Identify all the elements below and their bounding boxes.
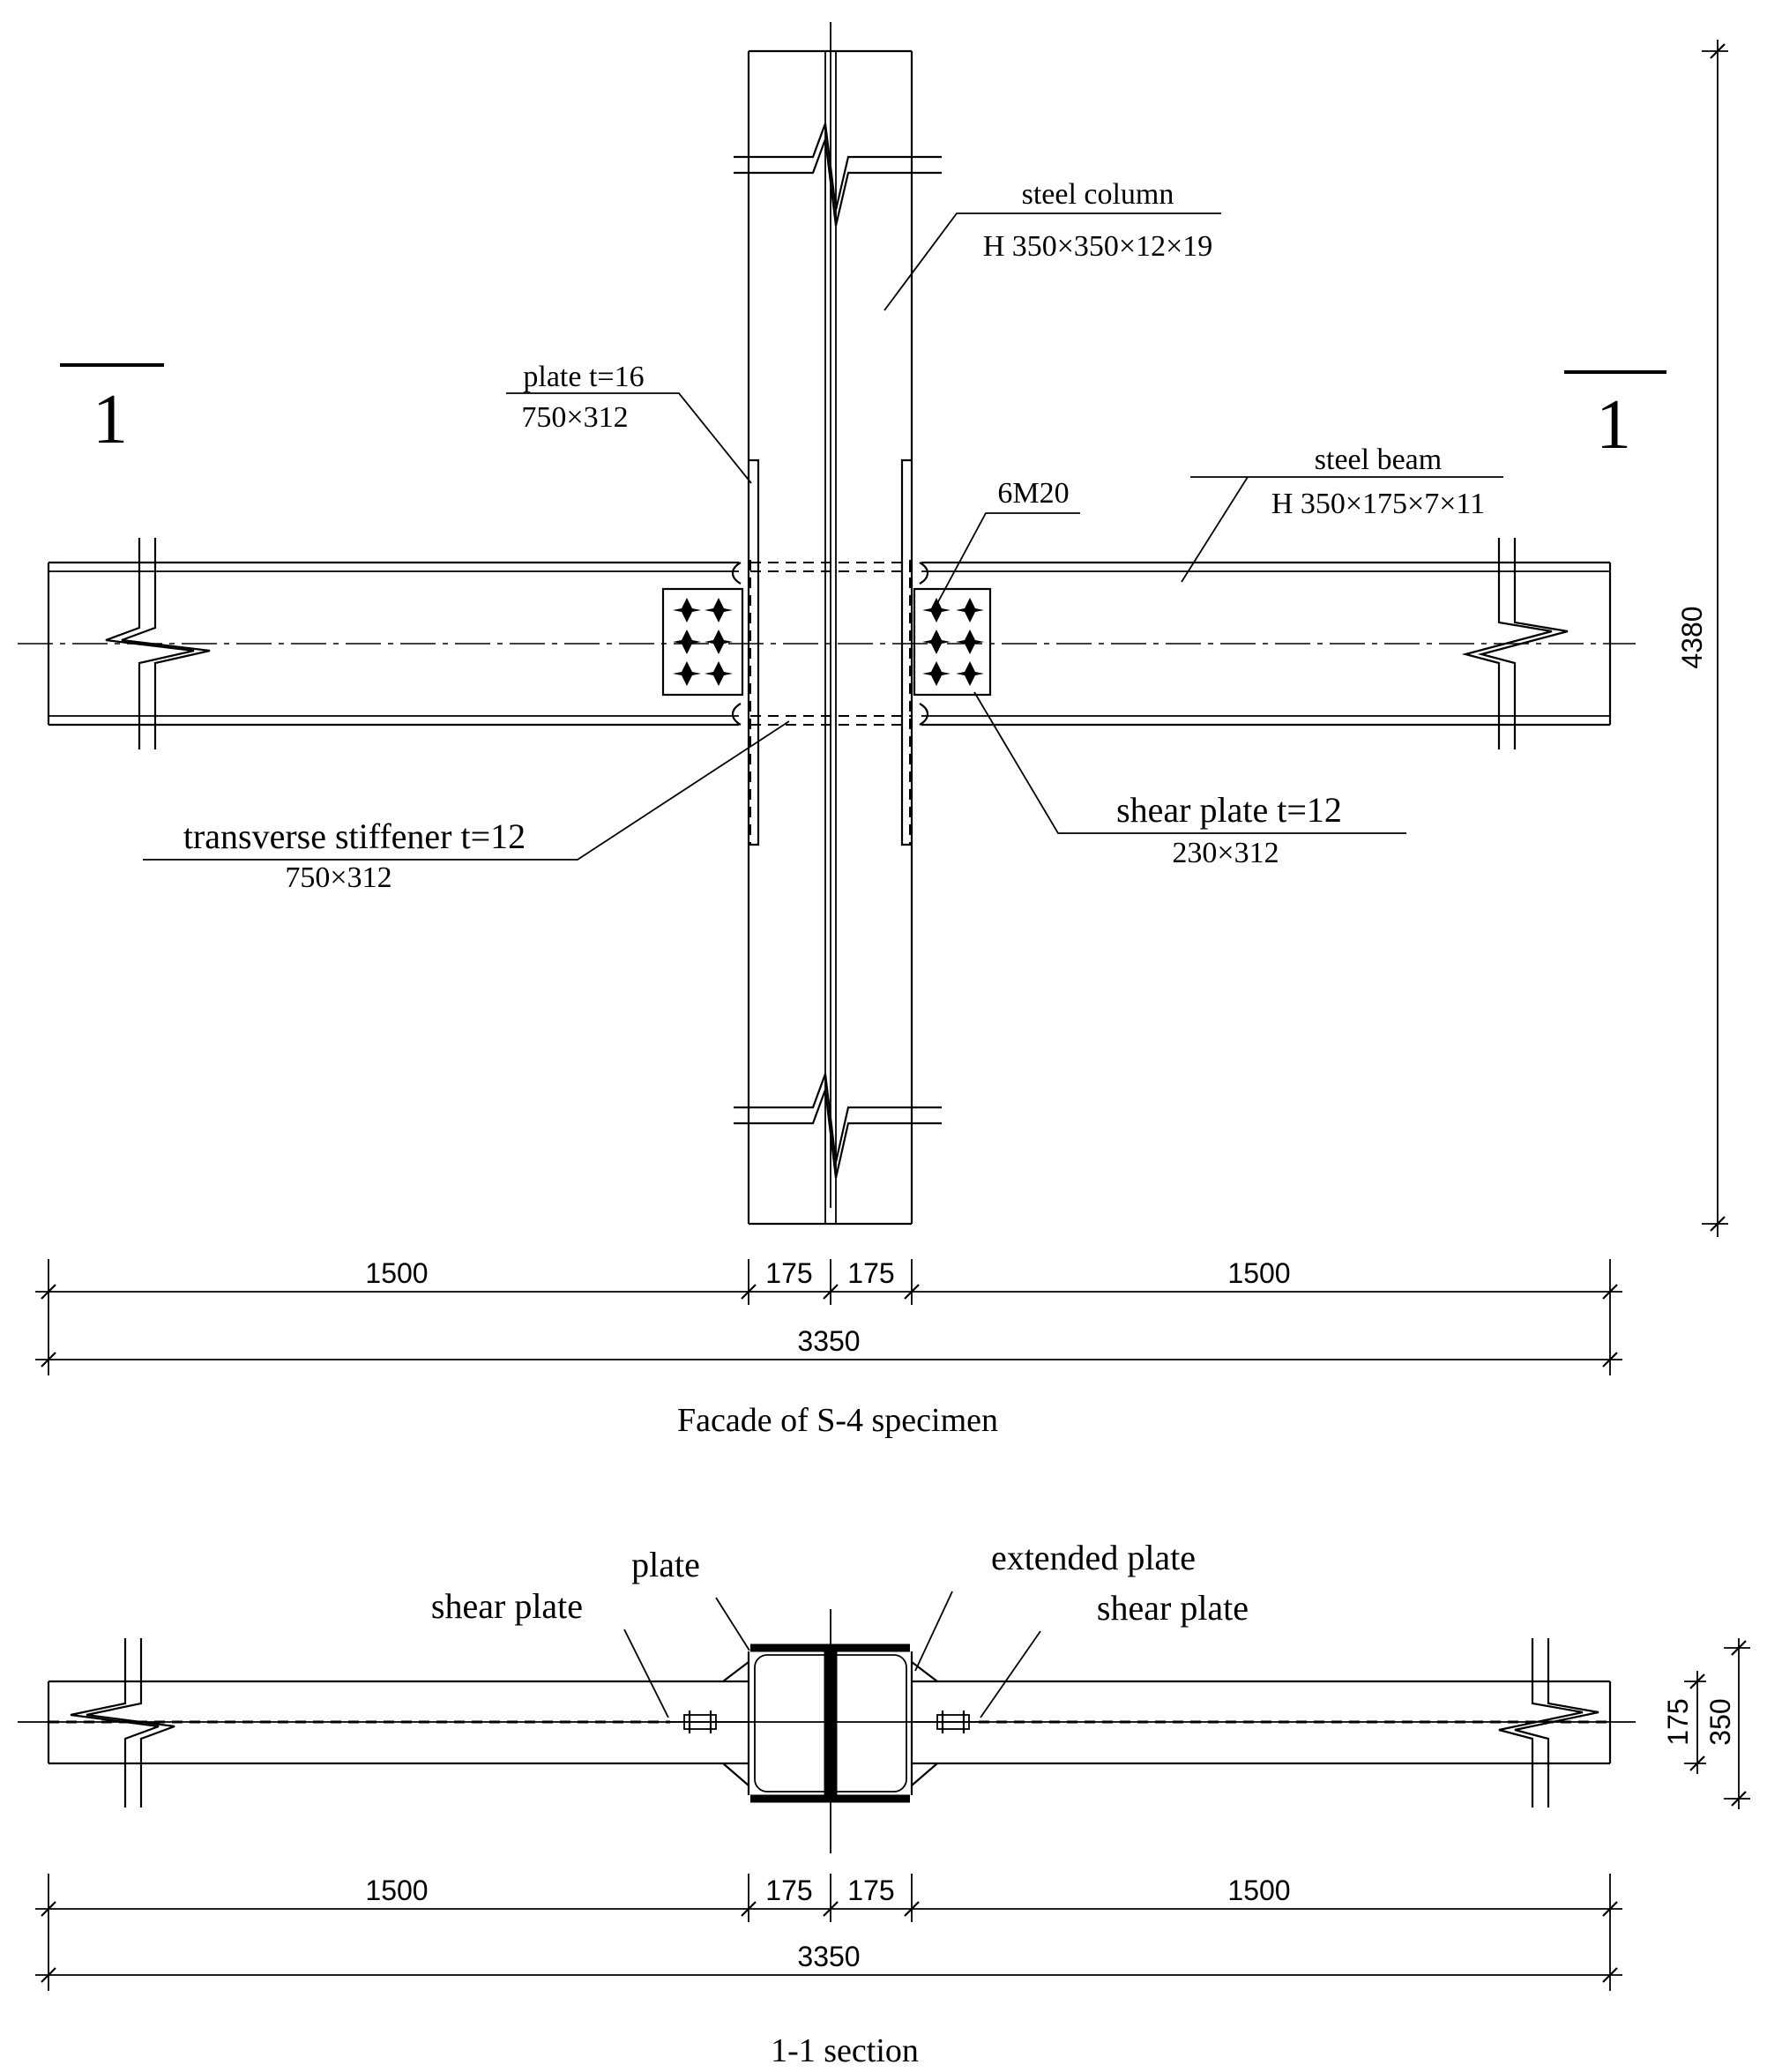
- bolt-icon: [922, 661, 951, 686]
- label-bolts: 6M20: [934, 477, 1080, 609]
- bolt-icon: [922, 630, 951, 654]
- svg-text:6M20: 6M20: [997, 477, 1069, 510]
- bolt-icon: [705, 661, 733, 686]
- facade-view: 1 1 steel column H 350×350×12×19 plate t…: [18, 22, 1728, 1439]
- shear-plate-right: [913, 587, 992, 697]
- svg-text:H 350×175×7×11: H 350×175×7×11: [1271, 488, 1485, 520]
- steel-beam: [18, 538, 1636, 749]
- bolt-group-left: [673, 598, 733, 686]
- facade-dimensions: 1500 175 175 1500 3350: [35, 1257, 1622, 1375]
- beam-break-left: [105, 538, 195, 749]
- label-shear-plate: shear plate t=12 230×312: [973, 691, 1406, 869]
- svg-text:1500: 1500: [365, 1257, 428, 1289]
- section-beams: [47, 1638, 1612, 1807]
- section-mark-right: 1: [1564, 370, 1666, 464]
- svg-text:plate t=16: plate t=16: [523, 361, 644, 393]
- svg-text:175: 175: [765, 1874, 812, 1906]
- steel-column: [734, 49, 942, 1226]
- facade-caption: Facade of S-4 specimen: [677, 1402, 998, 1439]
- shear-plate-left: [661, 587, 744, 697]
- svg-text:175: 175: [1662, 1698, 1694, 1745]
- section-column: [722, 1643, 938, 1803]
- bolt-icon: [673, 630, 701, 654]
- section-dimensions: 1500 175 175 1500 3350: [35, 1874, 1622, 1991]
- label-plate: plate t=16 750×312: [506, 361, 752, 484]
- section-caption: 1-1 section: [771, 2032, 919, 2069]
- svg-text:3350: 3350: [797, 1325, 860, 1357]
- bolt-icon: [956, 661, 984, 686]
- svg-text:3350: 3350: [797, 1941, 860, 1972]
- facade-height-dimension: 4380: [1676, 40, 1728, 1237]
- section-label-shear-plate-left: shear plate: [431, 1586, 669, 1718]
- svg-text:230×312: 230×312: [1172, 837, 1279, 869]
- flange-plates: [731, 458, 929, 846]
- bolt-icon: [705, 630, 733, 654]
- bolt-icon: [956, 598, 984, 622]
- section-label-extended-plate: extended plate: [914, 1538, 1196, 1672]
- beam-break-right: [1461, 538, 1553, 749]
- svg-text:H 350×350×12×19: H 350×350×12×19: [983, 230, 1213, 263]
- section-depth-dimensions: 175 350: [1662, 1638, 1750, 1809]
- svg-text:350: 350: [1704, 1698, 1736, 1745]
- svg-text:1: 1: [1596, 386, 1631, 464]
- svg-text:175: 175: [765, 1257, 812, 1289]
- bolt-icon: [673, 661, 701, 686]
- svg-text:steel column: steel column: [1022, 178, 1174, 211]
- svg-text:1500: 1500: [365, 1874, 428, 1906]
- svg-text:1: 1: [93, 381, 128, 458]
- bolt-icon: [705, 598, 733, 622]
- section-label-plate: plate: [631, 1545, 750, 1651]
- svg-text:steel beam: steel beam: [1315, 443, 1442, 476]
- svg-text:1500: 1500: [1227, 1257, 1290, 1289]
- section-bolts-left: [670, 1711, 749, 1733]
- section-view: shear plate plate extended plate shear p…: [18, 1538, 1750, 2069]
- svg-text:175: 175: [847, 1257, 894, 1289]
- label-transverse-stiffener: transverse stiffener t=12 750×312: [143, 720, 790, 894]
- svg-text:shear plate: shear plate: [431, 1586, 583, 1626]
- label-steel-column: steel column H 350×350×12×19: [884, 178, 1221, 311]
- bolt-icon: [673, 598, 701, 622]
- column-break-top: [734, 123, 942, 211]
- svg-text:extended plate: extended plate: [991, 1538, 1196, 1577]
- svg-text:750×312: 750×312: [521, 401, 628, 434]
- svg-text:750×312: 750×312: [285, 861, 391, 894]
- bolt-group-right: [922, 598, 984, 686]
- section-bolts-right: [912, 1711, 986, 1733]
- svg-text:transverse stiffener t=12: transverse stiffener t=12: [183, 816, 526, 856]
- svg-text:175: 175: [847, 1874, 894, 1906]
- svg-text:1500: 1500: [1227, 1874, 1290, 1906]
- label-steel-beam: steel beam H 350×175×7×11: [1181, 443, 1503, 583]
- svg-text:shear plate: shear plate: [1097, 1588, 1249, 1628]
- section-mark-left: 1: [60, 363, 164, 458]
- svg-text:plate: plate: [631, 1545, 700, 1584]
- svg-text:shear plate t=12: shear plate t=12: [1116, 790, 1342, 830]
- svg-text:4380: 4380: [1676, 606, 1708, 668]
- bolt-icon: [956, 630, 984, 654]
- transverse-stiffeners: [749, 560, 911, 845]
- column-break-bottom: [734, 1073, 942, 1163]
- bolt-icon: [922, 598, 951, 622]
- section-label-shear-plate-right: shear plate: [980, 1588, 1249, 1718]
